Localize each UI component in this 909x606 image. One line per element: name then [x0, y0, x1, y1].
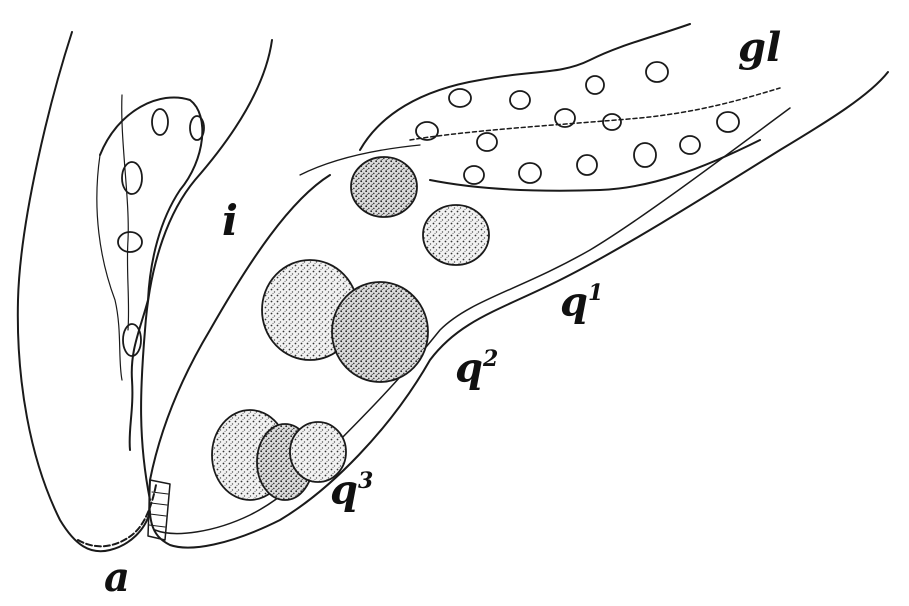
gland-nucleus	[602, 113, 622, 131]
gland-nucleus	[633, 142, 657, 168]
gland-nucleus	[645, 61, 669, 83]
label-q2: q2	[455, 344, 499, 392]
outer-wall-left	[16, 31, 151, 553]
gland-nucleus	[448, 88, 472, 108]
oocyte	[422, 204, 490, 266]
basal-membrane	[77, 484, 157, 548]
gland-nucleus	[716, 111, 740, 133]
gland-nucleus	[518, 162, 542, 184]
label-q3: q3	[330, 466, 374, 514]
intestine-nucleus	[189, 115, 205, 141]
intestine-nucleus	[121, 161, 143, 195]
gland-tube-inner	[299, 144, 421, 176]
gland-tube-lower	[429, 139, 761, 192]
gland-nucleus	[509, 90, 531, 110]
gland-nucleus	[415, 121, 439, 141]
gland-nucleus	[554, 108, 576, 128]
oocyte	[350, 156, 418, 218]
oocyte	[289, 421, 347, 483]
intestine-nucleus	[117, 231, 143, 253]
gland-nucleus	[576, 154, 598, 176]
intestine-outer	[140, 39, 273, 501]
intestine-lumen-b	[121, 94, 130, 331]
label-gl: gl	[738, 24, 782, 71]
label-q1: q1	[560, 278, 604, 326]
intestine-lumen	[96, 154, 123, 381]
intestine-inner	[99, 96, 204, 451]
gland-nucleus	[476, 132, 498, 152]
oocyte	[331, 281, 429, 383]
label-a: a	[104, 554, 130, 601]
gland-nucleus	[463, 165, 485, 185]
label-i: i	[222, 196, 238, 245]
intestine-nucleus	[151, 108, 169, 136]
duct	[147, 479, 171, 541]
intestine-nucleus	[122, 323, 142, 357]
gland-tube-mid	[409, 87, 781, 141]
gland-nucleus	[585, 75, 605, 95]
gland-tube-top	[359, 23, 691, 151]
gland-nucleus	[679, 135, 701, 155]
organ-outer	[148, 71, 889, 549]
